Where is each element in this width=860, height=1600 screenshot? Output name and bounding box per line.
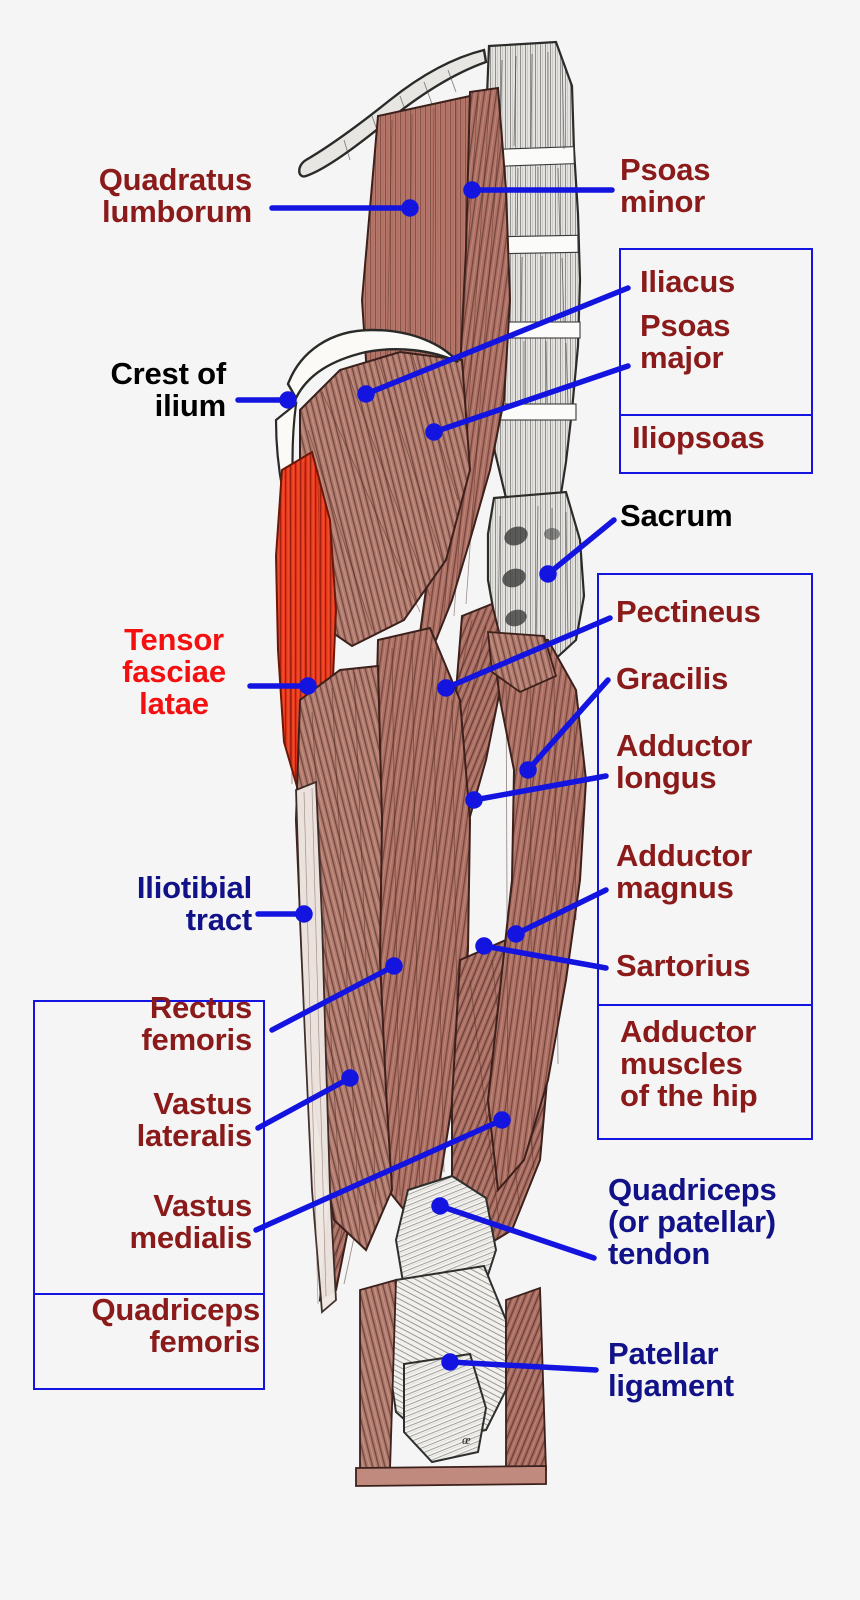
label-adductor-muscles-of-the-hip: Adductor muscles of the hip [620, 1014, 758, 1114]
label-quadratus-lumborum: Quadratus lumborum [98, 162, 252, 230]
label-adductor-magnus: Adductor magnus [616, 838, 753, 906]
label-psoas-minor: Psoas minor [620, 152, 711, 220]
label-psoas-major: Psoas major [640, 308, 731, 376]
label-crest-of-ilium: Crest of ilium [110, 356, 226, 424]
label-rectus-femoris: Rectus femoris [141, 990, 252, 1058]
label-vastus-lateralis: Vastus lateralis [136, 1086, 253, 1154]
label-pectineus: Pectineus [616, 594, 761, 629]
label-vastus-medialis: Vastus medialis [129, 1188, 253, 1256]
label-patellar-ligament: Patellar ligament [608, 1336, 734, 1404]
adductor-group-divider [599, 1004, 811, 1006]
label-quadriceps-tendon: Quadriceps (or patellar) tendon [608, 1172, 777, 1272]
label-iliotibial-tract: Iliotibial tract [136, 870, 252, 938]
label-sartorius: Sartorius [616, 948, 751, 983]
adductor-group-box [597, 573, 813, 1140]
adductor-muscle-group [486, 631, 588, 1193]
quadriceps-group-box [33, 1000, 265, 1390]
label-iliacus: Iliacus [640, 264, 736, 299]
iliopsoas-group-divider [621, 414, 811, 416]
label-iliopsoas: Iliopsoas [632, 420, 765, 455]
label-adductor-longus: Adductor longus [616, 728, 753, 796]
label-gracilis: Gracilis [616, 661, 729, 696]
label-tensor-fasciae-latae: Tensor fasciae latae [122, 622, 226, 722]
label-sacrum: Sacrum [620, 498, 733, 533]
iliopsoas-group-box [619, 248, 813, 474]
patellar-ligament [403, 1352, 488, 1464]
quadriceps-group-divider [35, 1293, 263, 1295]
label-quadriceps-femoris: Quadriceps femoris [91, 1292, 260, 1360]
lower-thigh-stump [355, 1278, 547, 1487]
artist-mark: œ [462, 1432, 471, 1447]
